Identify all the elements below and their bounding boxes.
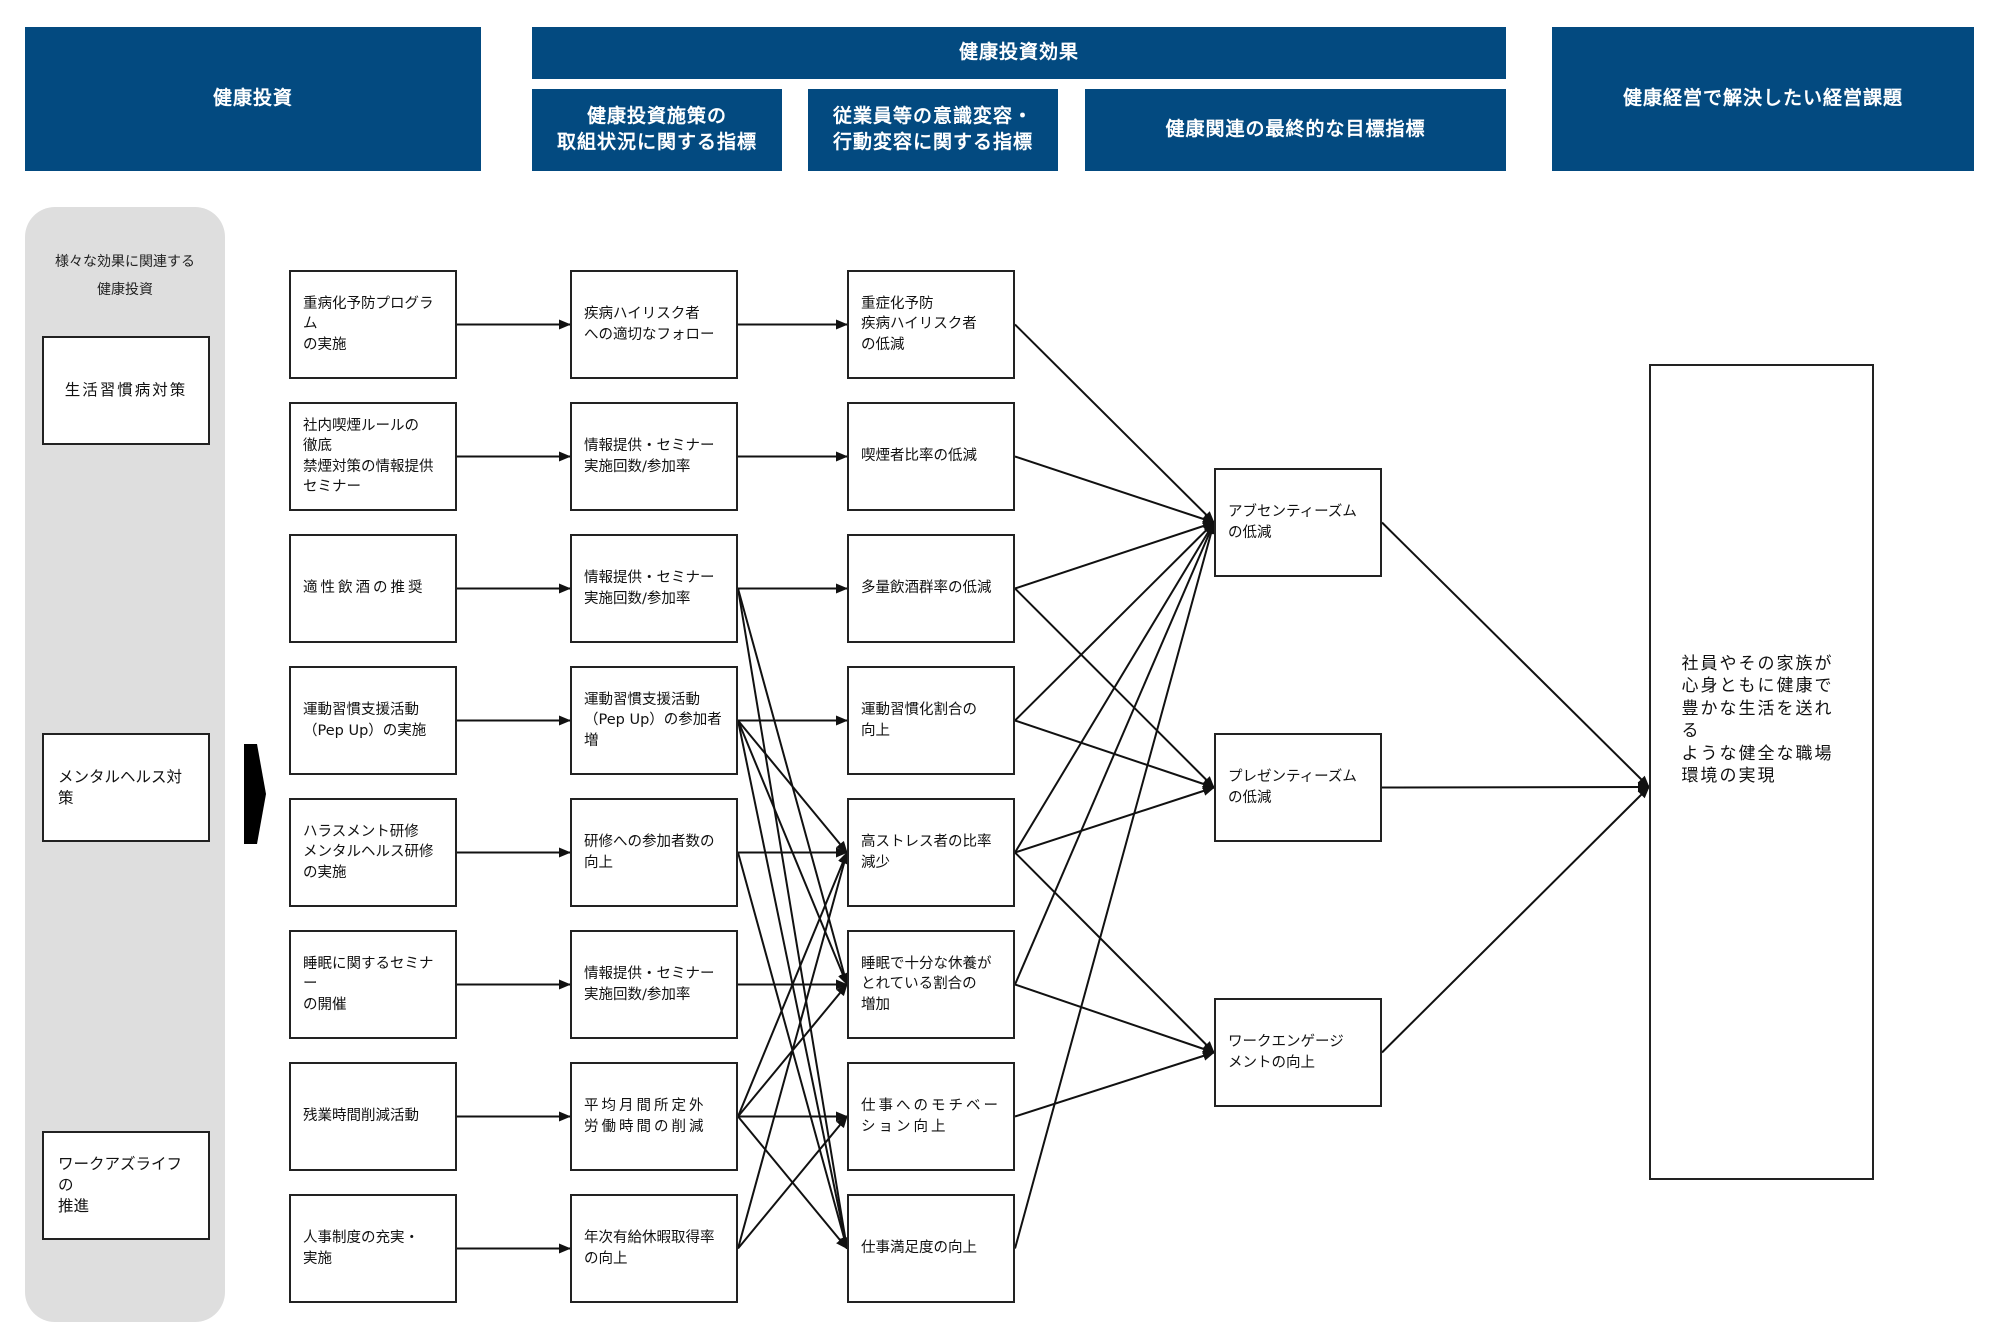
final-goal-box: 社員やその家族が 心身ともに健康で 豊かな生活を送れる ような健全な職場 環境の… (1649, 364, 1874, 1180)
link-col4-final (1381, 782, 1650, 793)
col2-node: 情報提供・セミナー 実施回数/参加率 (570, 402, 738, 511)
link-col3-col4 (1014, 983, 1215, 1054)
col4-node: プレゼンティーズム の低減 (1214, 733, 1382, 842)
col1-node: 人事制度の充実・ 実施 (289, 1194, 457, 1303)
sidebar-caption: 様々な効果に関連する 健康投資 (55, 254, 195, 298)
link-col2-col3 (737, 719, 848, 854)
col2-node: 情報提供・セミナー 実施回数/参加率 (570, 930, 738, 1039)
col3-node: 多量飲酒群率の低減 (847, 534, 1015, 643)
sidebar-item-lifestyle-disease: 生活習慣病対策 (42, 336, 210, 445)
col1-node: 適性飲酒の推奨 (289, 534, 457, 643)
col2-node: 運動習慣支援活動 （Pep Up）の参加者増 (570, 666, 738, 775)
link-col3-col4 (1014, 786, 1215, 854)
col2-node: 研修への参加者数の 向上 (570, 798, 738, 907)
col1-node: 運動習慣支援活動 （Pep Up）の実施 (289, 666, 457, 775)
link-col3-col4 (1014, 323, 1215, 524)
header-invest: 健康投資 (25, 27, 481, 171)
col2-node: 年次有給休暇取得率 の向上 (570, 1194, 738, 1303)
link-col3-col4 (1014, 521, 1215, 985)
link-col3-col4 (1014, 851, 1215, 1054)
col3-node: 高ストレス者の比率 減少 (847, 798, 1015, 907)
col3-node: 運動習慣化割合の 向上 (847, 666, 1015, 775)
final-goal-text: 社員やその家族が 心身ともに健康で 豊かな生活を送れる ような健全な職場 環境の… (1681, 653, 1834, 787)
link-col4-final (1381, 786, 1650, 1054)
col3-node: 仕事満足度の向上 (847, 1194, 1015, 1303)
link-col2-col3 (737, 851, 849, 1249)
link-col3-col4 (1014, 455, 1215, 524)
col4-node: アブセンティーズム の低減 (1214, 468, 1382, 577)
col1-node: 社内喫煙ルールの 徹底 禁煙対策の情報提供 セミナー (289, 402, 457, 511)
header-effect: 健康投資効果 (532, 27, 1506, 79)
col2-node: 平均月間所定外 労働時間の削減 (570, 1062, 738, 1171)
col4-node: ワークエンゲージ メントの向上 (1214, 998, 1382, 1107)
header-effect-final-indicators: 健康関連の最終的な目標指標 (1085, 89, 1506, 171)
sidebar-item-mental-health: メンタルヘルス対策 (42, 733, 210, 842)
col3-node: 喫煙者比率の低減 (847, 402, 1015, 511)
col2-node: 疾病ハイリスク者 への適切なフォロー (570, 270, 738, 379)
link-col4-final (1381, 521, 1650, 788)
link-col2-col3 (737, 851, 848, 1117)
link-col2-col3 (737, 588, 851, 1250)
col1-node: ハラスメント研修 メンタルヘルス研修 の実施 (289, 798, 457, 907)
link-col3-col4 (1014, 521, 1215, 854)
col2-node: 情報提供・セミナー 実施回数/参加率 (570, 534, 738, 643)
link-col3-col4 (1014, 521, 1215, 590)
sidebar-arrow-icon (244, 744, 266, 844)
header-effect-behavior-indicators: 従業員等の意識変容・ 行動変容に関する指標 (808, 89, 1058, 171)
link-col3-col4 (1014, 521, 1215, 722)
col3-node: 睡眠で十分な休養が とれている割合の 増加 (847, 930, 1015, 1039)
link-col2-col3 (737, 1115, 848, 1250)
col1-node: 重病化予防プログラム の実施 (289, 270, 457, 379)
col1-node: 残業時間削減活動 (289, 1062, 457, 1171)
header-effect-activity-indicators: 健康投資施策の 取組状況に関する指標 (532, 89, 782, 171)
col3-node: 仕事へのモチベー ション向上 (847, 1062, 1015, 1171)
col1-node: 睡眠に関するセミナー の開催 (289, 930, 457, 1039)
col3-node: 重症化予防 疾病ハイリスク者 の低減 (847, 270, 1015, 379)
link-col3-col4 (1014, 1051, 1215, 1118)
sidebar-item-work-as-life: ワークアズライフの 推進 (42, 1131, 210, 1240)
link-col3-col4 (1014, 521, 1216, 1249)
header-management-issue: 健康経営で解決したい経営課題 (1552, 27, 1974, 171)
